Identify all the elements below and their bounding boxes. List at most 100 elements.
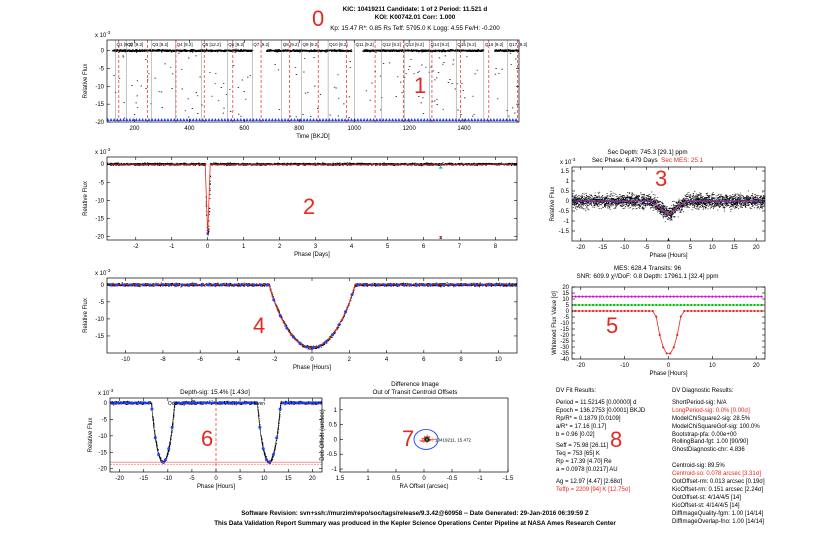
- binned-point: [217, 401, 221, 405]
- x-axis-label: Time [BKJD]: [296, 134, 330, 140]
- binned-point: [302, 401, 306, 405]
- quarter-label: Q15 [9.2]: [457, 42, 476, 47]
- binned-point: [244, 401, 248, 405]
- transit-triangle: [334, 118, 338, 121]
- y-tick-label: 0: [334, 437, 338, 443]
- x-tick-label: 200: [129, 126, 140, 132]
- dv-diag-row: DiffImageOverlap-fno: 1.00 [14/14]: [672, 518, 764, 525]
- dv-diag-row: Centroid-so: 0.078 arcsec [3.31σ]: [672, 471, 762, 478]
- x-axis-label: Phase [Hours]: [293, 365, 331, 371]
- binned-point: [109, 283, 113, 287]
- dv-fit-title: DV Fit Results:: [556, 388, 597, 394]
- binned-point: [383, 283, 387, 287]
- binned-point: [160, 460, 164, 464]
- x-tick-label: 0: [667, 245, 671, 251]
- binned-point: [180, 401, 184, 405]
- x-tick-label: 6: [422, 357, 426, 363]
- binned-point: [292, 401, 296, 405]
- y-tick-label: -5: [99, 67, 105, 73]
- error-ellipse: [413, 428, 439, 450]
- binned-point: [305, 401, 309, 405]
- binned-point: [454, 283, 458, 287]
- quarter-label: Q16 [9.2]: [485, 42, 504, 47]
- x-tick-label: 4: [385, 357, 389, 363]
- transit-triangle: [330, 118, 334, 121]
- dv-diag-row: DiffImageQuality-fgm: 1.00 [14/14]: [672, 510, 764, 517]
- x-tick-label: 1200: [402, 126, 416, 132]
- binned-point: [122, 283, 126, 287]
- transit-triangle: [207, 118, 211, 121]
- dv-diag-row: ModelChiSquareGof-sig: 100.0%: [672, 423, 760, 430]
- transit-triangle: [283, 118, 287, 121]
- dv-fit-row: Seff = 75.98 [26.11]: [556, 443, 608, 450]
- dv-diag-row: Bootstrap-pfa: 0.00e+00: [672, 431, 737, 438]
- plot-area: [107, 162, 517, 239]
- y-tick-label: 1.5: [561, 169, 570, 175]
- plot-area: [110, 398, 322, 472]
- y-axis-label: Dec Offset (arcsec): [320, 409, 326, 461]
- dv-diag-title: DV Diagnostic Results:: [672, 388, 734, 394]
- transit-triangle: [175, 118, 179, 121]
- binned-point: [227, 401, 231, 405]
- even-label: Even: [254, 401, 266, 407]
- binned-point: [148, 283, 152, 287]
- transit-triangle: [422, 118, 426, 121]
- dv-diag-row: GhostDiagnostic-chr: 4.836: [672, 447, 745, 454]
- transit-triangle: [438, 118, 442, 121]
- transit-triangle: [505, 118, 509, 121]
- binned-point: [233, 283, 237, 287]
- binned-point: [197, 401, 201, 405]
- transit-triangle: [397, 118, 401, 121]
- x-tick-label: 0: [667, 363, 671, 369]
- binned-point: [435, 283, 439, 287]
- binned-point: [143, 401, 147, 405]
- flux-points: [112, 48, 519, 119]
- binned-point: [288, 401, 292, 405]
- transit-triangle: [213, 118, 217, 121]
- x-tick-label: -1: [169, 244, 175, 250]
- transit-triangle: [182, 118, 186, 121]
- transit-triangle: [226, 118, 230, 121]
- transit-triangle: [160, 118, 164, 121]
- y-tick-label: -5: [99, 180, 105, 186]
- binned-point: [239, 283, 243, 287]
- x-tick-label: 8: [459, 357, 463, 363]
- plot-frame: [339, 397, 509, 473]
- dv-fit-row: Epoch = 136.2753 [0.0001] BKJD: [556, 407, 646, 414]
- binned-point: [136, 401, 140, 405]
- binned-point: [246, 283, 250, 287]
- binned-point: [214, 401, 218, 405]
- transit-triangle: [308, 118, 312, 121]
- binned-point: [317, 344, 321, 348]
- binned-point: [494, 283, 498, 287]
- x-tick-label: 20: [753, 363, 760, 369]
- y-tick-label: -20: [560, 333, 569, 339]
- binned-point: [213, 283, 217, 287]
- transit-triangle: [255, 118, 259, 121]
- binned-point: [396, 283, 400, 287]
- y-tick-label: 1: [334, 408, 338, 414]
- x-tick-label: 1.5: [336, 476, 345, 482]
- x-tick-label: 600: [239, 126, 250, 132]
- x-tick-label: -5: [189, 476, 195, 482]
- binned-point: [154, 283, 158, 287]
- x-tick-label: 0: [206, 244, 210, 250]
- binned-point: [344, 310, 348, 314]
- y-tick-label: -30: [560, 345, 569, 351]
- x-axis-label: Phase [Hours]: [649, 253, 687, 259]
- binned-point: [251, 401, 255, 405]
- binned-point: [135, 283, 139, 287]
- axis-scale-exp: -3: [109, 388, 113, 393]
- star-label: 10419211, 15.472: [435, 437, 471, 442]
- transit-triangle: [378, 118, 382, 121]
- transit-triangle: [337, 118, 341, 121]
- quarter-label: Q9 [9.2]: [302, 42, 318, 47]
- binned-point: [184, 401, 188, 405]
- quarter-label: Q5 [12.2]: [202, 42, 221, 47]
- x-tick-label: 800: [294, 126, 305, 132]
- transit-triangle: [125, 118, 129, 121]
- x-tick-label: -10: [620, 363, 629, 369]
- y-tick-label: -20: [98, 467, 107, 473]
- header-line-1: KIC: 10419211 Candidate: 1 of 2 Period: …: [342, 6, 488, 13]
